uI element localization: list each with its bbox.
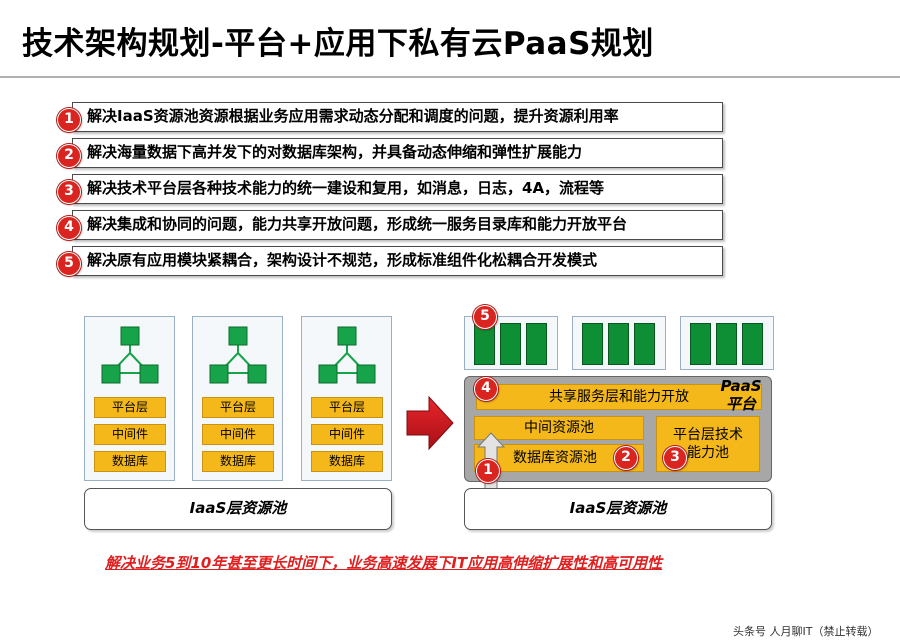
app-component-box	[572, 316, 666, 370]
number-badge: 5	[473, 305, 497, 329]
shared-service-layer: 共享服务层和能力开放	[476, 384, 762, 410]
list-item: 解决原有应用模块紧耦合，架构设计不规范，形成标准组件化松耦合开发模式	[72, 246, 723, 276]
number-badge: 2	[614, 446, 638, 470]
component-bar	[608, 323, 629, 365]
number-badge: 3	[663, 446, 687, 470]
conclusion-note: 解决业务5到10年甚至更长时间下，业务高速发展下IT应用高伸缩扩展性和高可用性	[105, 554, 663, 572]
list-item: 解决海量数据下高并发下的对数据库架构，并具备动态伸缩和弹性扩展能力	[72, 138, 723, 168]
tree-icon	[101, 326, 159, 384]
layer-database: 数据库	[94, 451, 166, 472]
layer-database: 数据库	[311, 451, 383, 472]
platform-tech-line1: 平台层技术	[673, 427, 743, 443]
app-component-box	[680, 316, 774, 370]
list-item: 解决技术平台层各种技术能力的统一建设和复用，如消息，日志，4A，流程等	[72, 174, 723, 204]
tree-icon	[318, 326, 376, 384]
number-badge: 2	[57, 144, 81, 168]
iaas-pool-right: IaaS层资源池	[464, 488, 772, 530]
list-item-text: 解决集成和协同的问题，能力共享开放问题，形成统一服务目录库和能力开放平台	[87, 215, 628, 233]
paas-label-line2: 平台	[725, 395, 756, 413]
component-bar	[526, 323, 547, 365]
list-item: 解决集成和协同的问题，能力共享开放问题，形成统一服务目录库和能力开放平台	[72, 210, 723, 240]
layer-platform: 平台层	[94, 397, 166, 418]
paas-label: PaaS 平台	[716, 377, 766, 413]
list-item-text: 解决原有应用模块紧耦合，架构设计不规范，形成标准组件化松耦合开发模式	[87, 251, 598, 269]
component-bar	[634, 323, 655, 365]
list-item-text: 解决IaaS资源池资源根据业务应用需求动态分配和调度的问题，提升资源利用率	[87, 107, 619, 125]
iaas-pool-left: IaaS层资源池	[84, 488, 392, 530]
layer-database: 数据库	[202, 451, 274, 472]
component-bar	[742, 323, 763, 365]
shared-service-label: 共享服务层和能力开放	[549, 389, 689, 405]
layer-platform: 平台层	[311, 397, 383, 418]
page-title: 技术架构规划-平台+应用下私有云PaaS规划	[22, 26, 654, 62]
number-badge: 1	[476, 459, 500, 483]
tree-icon	[209, 326, 267, 384]
layer-middleware: 中间件	[202, 424, 274, 445]
transform-arrow-icon	[406, 395, 454, 451]
number-badge: 4	[474, 377, 498, 401]
component-bar	[716, 323, 737, 365]
list-item: 解决IaaS资源池资源根据业务应用需求动态分配和调度的问题，提升资源利用率	[72, 102, 723, 132]
number-badge: 5	[57, 252, 81, 276]
layer-middleware: 中间件	[94, 424, 166, 445]
app-stack: 平台层 中间件 数据库	[84, 316, 175, 481]
app-stack: 平台层 中间件 数据库	[301, 316, 392, 481]
component-bar	[582, 323, 603, 365]
layer-middleware: 中间件	[311, 424, 383, 445]
number-badge: 1	[57, 108, 81, 132]
title-divider	[0, 76, 900, 78]
component-bar	[474, 323, 495, 365]
list-item-text: 解决海量数据下高并发下的对数据库架构，并具备动态伸缩和弹性扩展能力	[87, 143, 583, 161]
middleware-pool: 中间资源池	[474, 416, 644, 440]
layer-platform: 平台层	[202, 397, 274, 418]
component-bar	[500, 323, 521, 365]
paas-label-line1: PaaS	[720, 377, 762, 395]
number-badge: 4	[57, 216, 81, 240]
number-badge: 3	[57, 180, 81, 204]
component-bar	[690, 323, 711, 365]
list-item-text: 解决技术平台层各种技术能力的统一建设和复用，如消息，日志，4A，流程等	[87, 179, 605, 197]
platform-tech-pool: 平台层技术 能力池	[656, 416, 760, 472]
watermark: 头条号 人月聊IT（禁止转载）	[733, 625, 879, 638]
platform-tech-line2: 能力池	[687, 445, 729, 461]
app-stack: 平台层 中间件 数据库	[192, 316, 283, 481]
